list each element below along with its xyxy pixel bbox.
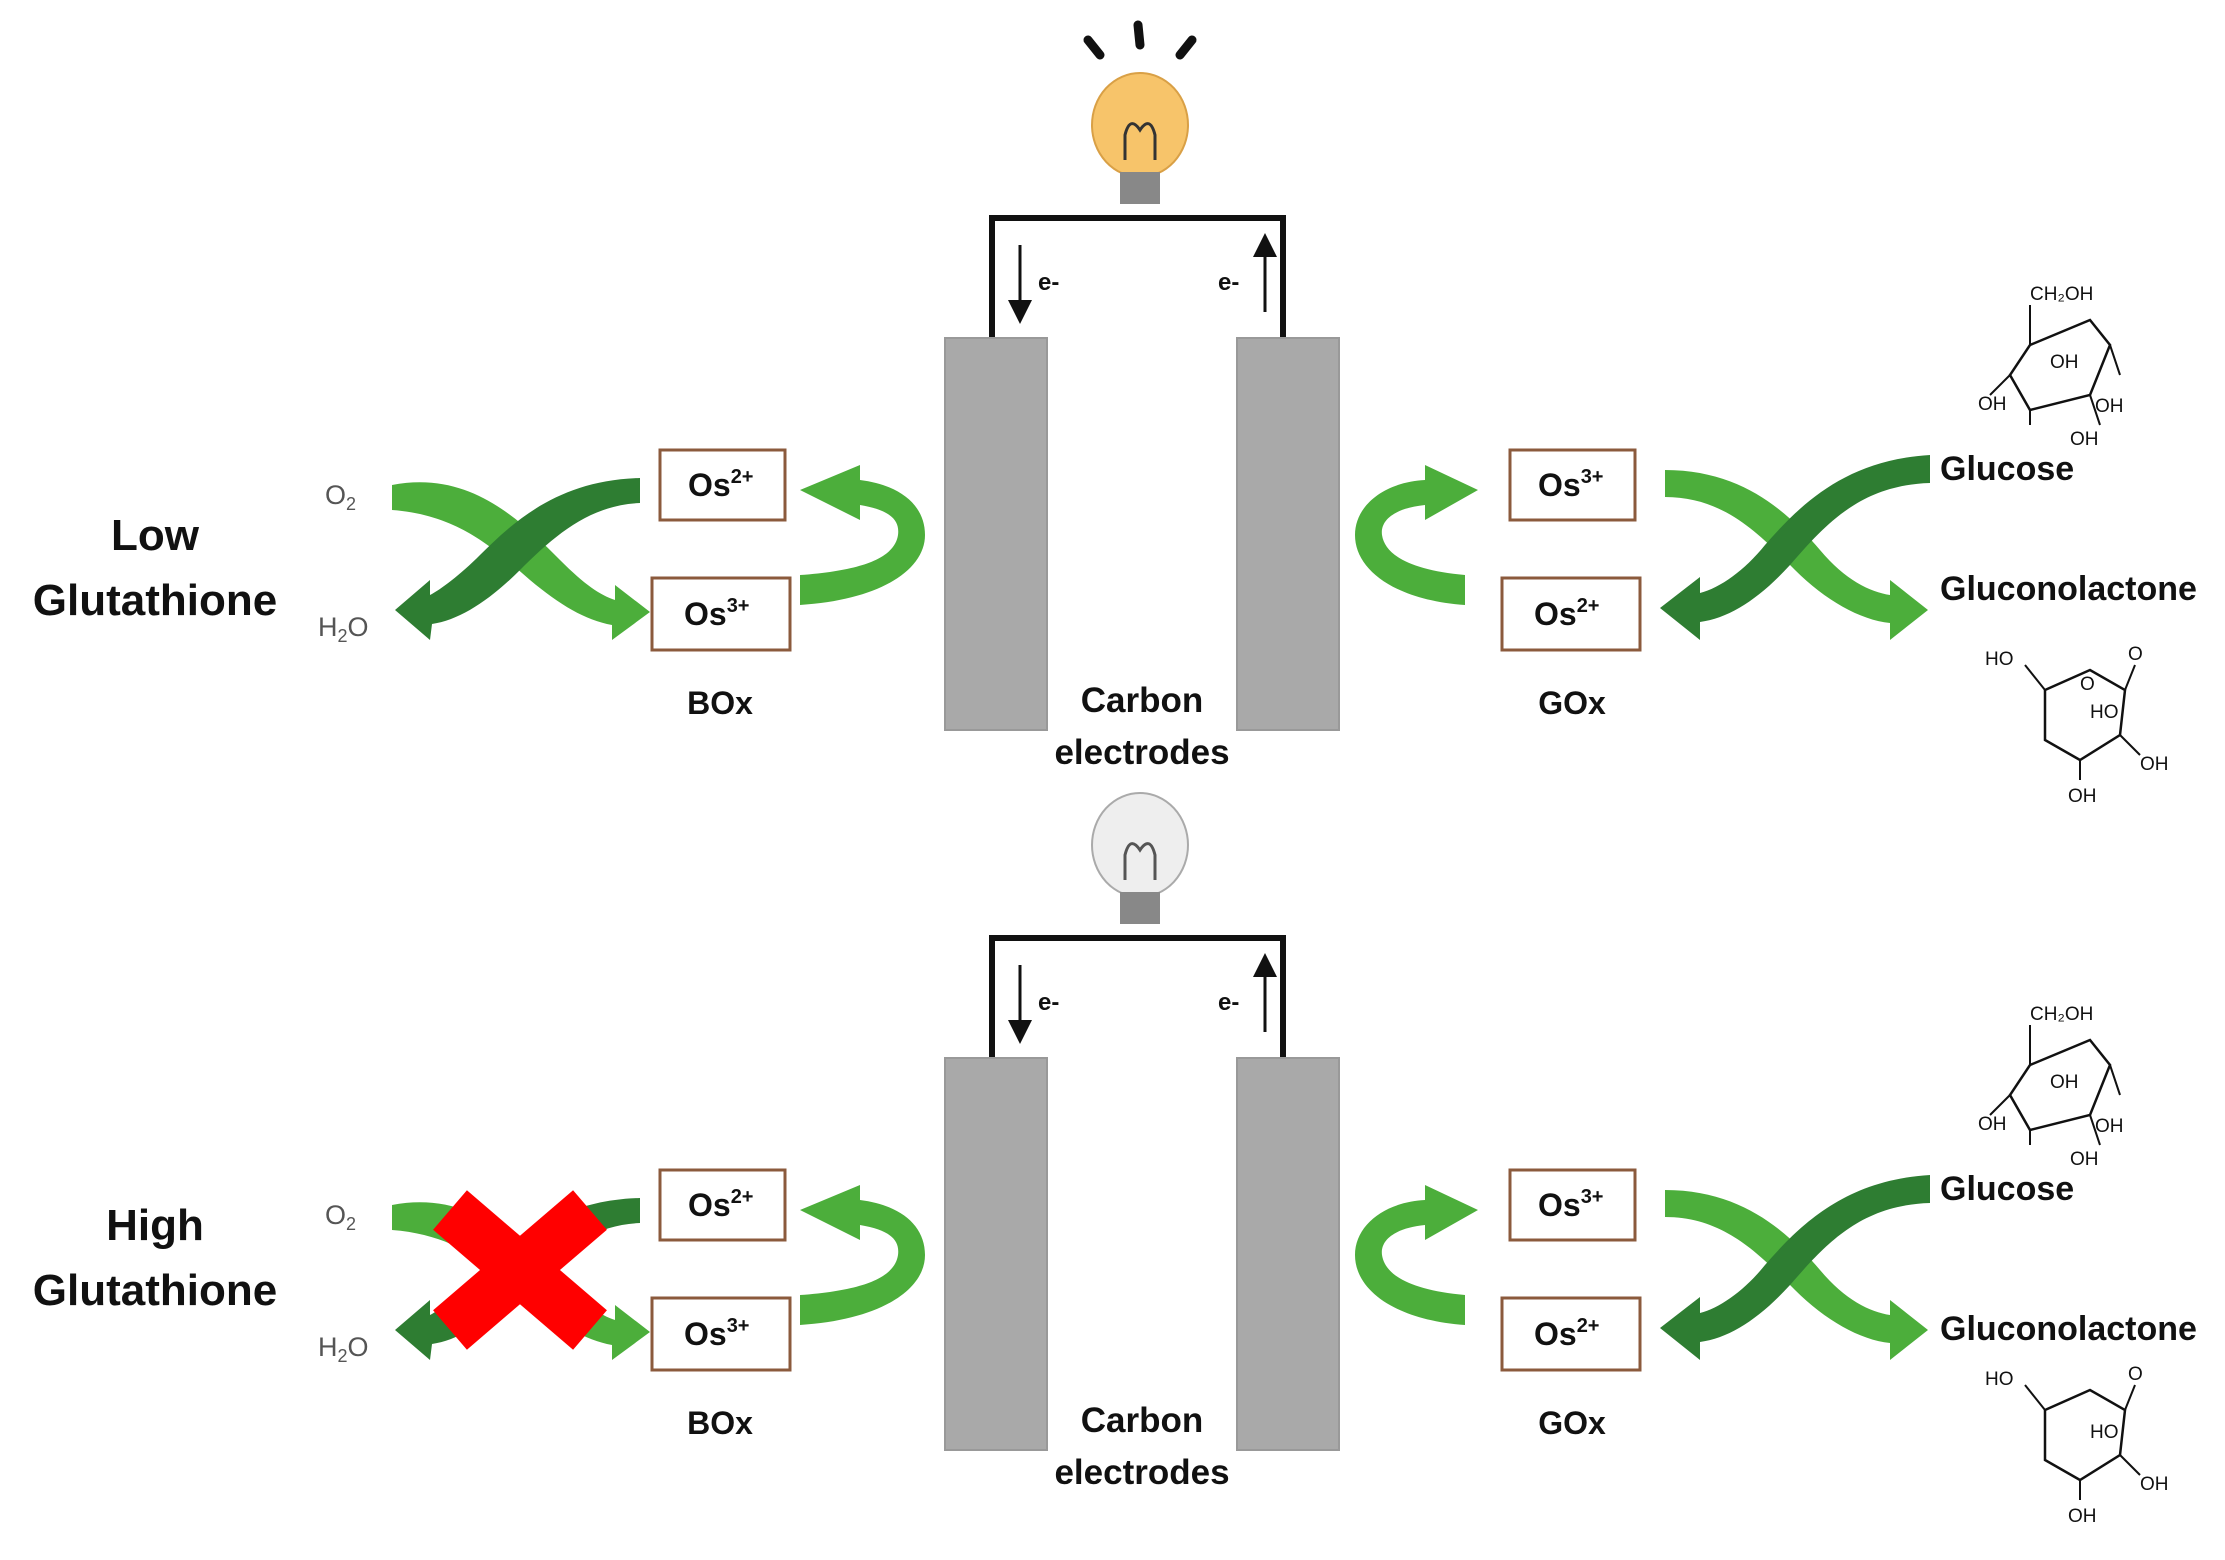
glucose-label: Glucose bbox=[1940, 1170, 2074, 1208]
light-bulb-icon bbox=[1091, 792, 1189, 924]
anode-loop-arrow bbox=[1355, 1185, 1478, 1325]
oxygen-label: O2 bbox=[325, 1200, 356, 1234]
anode-enzyme-label: GOx bbox=[1538, 1405, 1606, 1441]
svg-text:Os3+: Os3+ bbox=[1538, 1186, 1604, 1223]
anode-os-bottom-box: Os2+ bbox=[1500, 1296, 1642, 1372]
anode-loop-arrow bbox=[1355, 465, 1478, 605]
svg-text:OH: OH bbox=[2070, 429, 2099, 450]
external-circuit-wire bbox=[989, 215, 1286, 340]
svg-text:OH: OH bbox=[2095, 396, 2124, 417]
anode-crossing-arrows bbox=[1660, 455, 1930, 640]
cathode-enzyme-label: BOx bbox=[687, 685, 753, 721]
electrodes-label-line2: electrodes bbox=[1054, 733, 1229, 772]
light-bulb-icon bbox=[1091, 72, 1189, 204]
svg-text:O: O bbox=[2128, 1364, 2143, 1385]
svg-text:Os2+: Os2+ bbox=[688, 466, 754, 503]
svg-text:OH: OH bbox=[2070, 1149, 2099, 1170]
svg-text:Os3+: Os3+ bbox=[684, 595, 750, 632]
panel-high-glutathione: e- e- Carbon electrodes High Glutathione… bbox=[33, 792, 2197, 1527]
svg-text:HO: HO bbox=[1985, 649, 2014, 670]
cathode-os-top-box: Os2+ bbox=[658, 448, 787, 522]
blocked-reaction-cross-icon bbox=[433, 1190, 607, 1350]
glucose-structure-icon: CH₂OH OH OH OH OH bbox=[1978, 284, 2124, 450]
anode-crossing-arrows bbox=[1660, 1175, 1930, 1360]
cathode-os-bottom-box: Os3+ bbox=[650, 1296, 792, 1372]
svg-text:OH: OH bbox=[1978, 394, 2007, 415]
svg-text:OH: OH bbox=[1978, 1114, 2007, 1135]
svg-text:OH: OH bbox=[2050, 352, 2079, 373]
light-rays bbox=[1083, 20, 1197, 60]
glucose-label: Glucose bbox=[1940, 450, 2074, 488]
cathode-loop-arrow bbox=[800, 1185, 925, 1325]
anode-electrode bbox=[1236, 1057, 1340, 1451]
condition-label-line2: Glutathione bbox=[33, 576, 277, 625]
condition-label-line1: Low bbox=[111, 511, 200, 560]
svg-text:OH: OH bbox=[2140, 1474, 2169, 1495]
cathode-os-bottom-box: Os3+ bbox=[650, 576, 792, 652]
electrodes-label-line2: electrodes bbox=[1054, 1453, 1229, 1492]
anode-os-top-box: Os3+ bbox=[1508, 1168, 1637, 1242]
cathode-loop-arrow bbox=[800, 465, 925, 605]
svg-text:CH₂OH: CH₂OH bbox=[2030, 1004, 2093, 1025]
water-label: H2O bbox=[318, 612, 369, 646]
svg-text:Os2+: Os2+ bbox=[688, 1186, 754, 1223]
cathode-electrode bbox=[944, 1057, 1048, 1451]
svg-text:OH: OH bbox=[2095, 1116, 2124, 1137]
svg-text:OH: OH bbox=[2068, 786, 2097, 807]
oxygen-label: O2 bbox=[325, 480, 356, 514]
cathode-os-top-box: Os2+ bbox=[658, 1168, 787, 1242]
panel-low-glutathione: e- e- Carbon electrodes Low Glutathione … bbox=[33, 20, 2197, 807]
cathode-enzyme-label: BOx bbox=[687, 1405, 753, 1441]
svg-text:O: O bbox=[2128, 644, 2143, 665]
gluconolactone-structure-icon: HO O HO OH OH O bbox=[1985, 644, 2169, 807]
condition-label-line1: High bbox=[106, 1201, 204, 1250]
svg-text:HO: HO bbox=[2090, 702, 2119, 723]
cathode-electrode bbox=[944, 337, 1048, 731]
anode-os-top-box: Os3+ bbox=[1508, 448, 1637, 522]
svg-text:HO: HO bbox=[1985, 1369, 2014, 1390]
electrodes-label-line1: Carbon bbox=[1081, 681, 1204, 720]
svg-text:CH₂OH: CH₂OH bbox=[2030, 284, 2093, 305]
svg-text:Os2+: Os2+ bbox=[1534, 1315, 1600, 1352]
svg-text:HO: HO bbox=[2090, 1422, 2119, 1443]
external-circuit-wire bbox=[989, 935, 1286, 1060]
svg-text:Os3+: Os3+ bbox=[684, 1315, 750, 1352]
electron-label-right: e- bbox=[1218, 269, 1239, 296]
svg-text:Os3+: Os3+ bbox=[1538, 466, 1604, 503]
electron-label-left: e- bbox=[1038, 269, 1059, 296]
anode-electrode bbox=[1236, 337, 1340, 731]
electrodes-label-line1: Carbon bbox=[1081, 1401, 1204, 1440]
anode-os-bottom-box: Os2+ bbox=[1500, 576, 1642, 652]
gluconolactone-label: Gluconolactone bbox=[1940, 1310, 2197, 1348]
svg-text:Os2+: Os2+ bbox=[1534, 595, 1600, 632]
anode-enzyme-label: GOx bbox=[1538, 685, 1606, 721]
water-label: H2O bbox=[318, 1332, 369, 1366]
gluconolactone-structure-icon: HO O HO OH OH bbox=[1985, 1364, 2169, 1527]
glucose-structure-icon: CH₂OH OH OH OH OH bbox=[1978, 1004, 2124, 1170]
cathode-crossing-arrows bbox=[392, 478, 650, 640]
svg-text:OH: OH bbox=[2068, 1506, 2097, 1527]
gluconolactone-label: Gluconolactone bbox=[1940, 570, 2197, 608]
electron-label-right: e- bbox=[1218, 989, 1239, 1016]
svg-text:O: O bbox=[2080, 674, 2095, 695]
svg-text:OH: OH bbox=[2050, 1072, 2079, 1093]
condition-label-line2: Glutathione bbox=[33, 1266, 277, 1315]
electron-label-left: e- bbox=[1038, 989, 1059, 1016]
svg-text:OH: OH bbox=[2140, 754, 2169, 775]
